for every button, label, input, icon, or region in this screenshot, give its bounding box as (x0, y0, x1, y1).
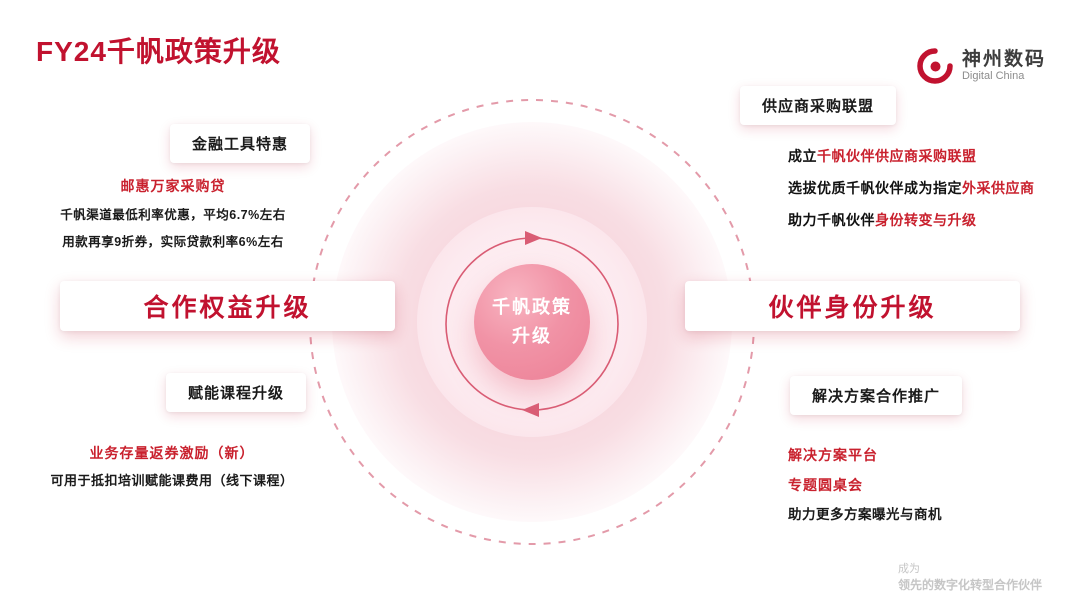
course-upgrade-header: 赋能课程升级 (166, 373, 307, 412)
course-detail-block: 业务存量返券激励（新） 可用于抵扣培训赋能课费用（线下课程） (22, 443, 322, 491)
finance-detail-block: 邮惠万家采购贷 千帆渠道最低利率优惠，平均6.7%左右 用款再享9折券，实际贷款… (28, 176, 318, 256)
page-title: FY24千帆政策升级 (36, 36, 281, 67)
logo-name: 神州数码 (961, 49, 1046, 70)
alliance-line1-prefix: 成立 (788, 148, 817, 164)
solution-item2: 专题圆桌会 (788, 477, 863, 493)
footer-line2: 领先的数字化转型合作伙伴 (897, 578, 1042, 592)
solution-item1: 解决方案平台 (788, 447, 878, 463)
footer-line1: 成为 (897, 563, 920, 575)
finance-product-name: 邮惠万家采购贷 (120, 178, 226, 194)
logo-text: 神州数码 Digital China (962, 49, 1046, 83)
logo-subtitle: Digital China (961, 70, 1025, 82)
alliance-line1: 成立千帆伙伴供应商采购联盟 (788, 140, 1035, 172)
course-incentive: 业务存量返券激励（新） (89, 445, 255, 461)
alliance-line2-highlight: 外采供应商 (962, 180, 1035, 196)
alliance-line3-prefix: 助力千帆伙伴 (788, 212, 875, 228)
finance-detail-line2: 用款再享9折券，实际贷款利率6%左右 (62, 235, 284, 249)
solution-promo-header: 解决方案合作推广 (790, 376, 963, 415)
alliance-line3: 助力千帆伙伴身份转变与升级 (788, 204, 1035, 236)
alliance-line2: 选拔优质千帆伙伴成为指定外采供应商 (788, 172, 1035, 204)
supplier-alliance-header: 供应商采购联盟 (740, 86, 897, 125)
right-headline-partner-identity: 伙伴身份升级 (685, 281, 1020, 331)
footer-slogan: 成为 领先的数字化转型合作伙伴 (898, 562, 1042, 593)
logo-swirl-icon (917, 48, 953, 84)
center-topic-circle: 千帆政策 升级 (474, 264, 590, 380)
digital-china-logo: 神州数码 Digital China (915, 46, 1046, 86)
course-note: 可用于抵扣培训赋能课费用（线下课程） (50, 473, 294, 488)
center-topic-line2: 升级 (512, 326, 552, 346)
cycle-arrow-ring (445, 231, 619, 417)
alliance-detail-block: 成立千帆伙伴供应商采购联盟 选拔优质千帆伙伴成为指定外采供应商 助力千帆伙伴身份… (788, 140, 1035, 236)
finance-detail-line1: 千帆渠道最低利率优惠，平均6.7%左右 (60, 208, 286, 222)
left-headline-cooperation-rights: 合作权益升级 (60, 281, 395, 331)
solution-note: 助力更多方案曝光与商机 (788, 507, 942, 522)
finance-tools-header: 金融工具特惠 (170, 124, 311, 163)
solution-detail-block: 解决方案平台 专题圆桌会 助力更多方案曝光与商机 (788, 440, 942, 530)
alliance-line3-highlight: 身份转变与升级 (875, 212, 977, 228)
alliance-line2-prefix: 选拔优质千帆伙伴成为指定 (788, 180, 962, 196)
center-topic-line1: 千帆政策 (492, 297, 572, 317)
alliance-line1-highlight: 千帆伙伴供应商采购联盟 (817, 148, 977, 164)
